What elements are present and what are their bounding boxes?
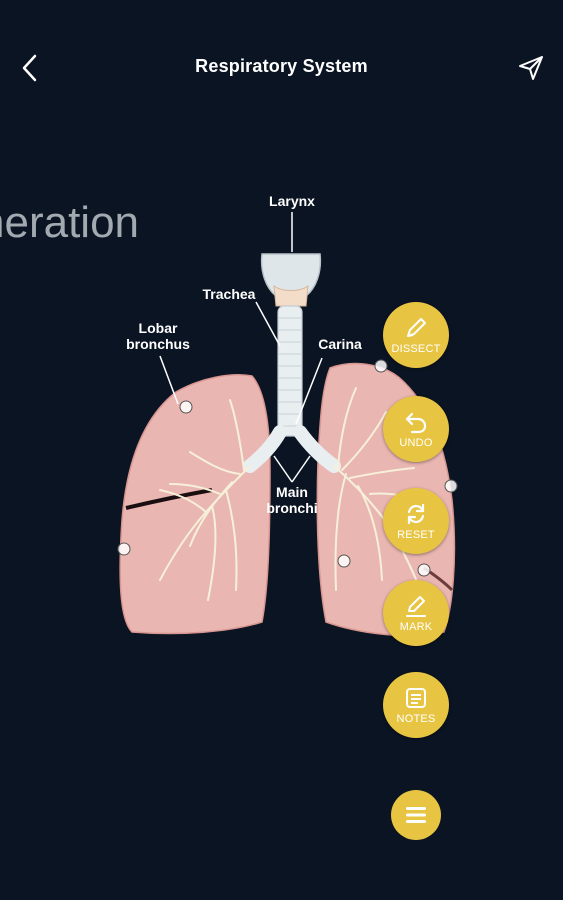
zoom-marker-icon: [374, 359, 388, 373]
label-main-line1: Main: [276, 484, 308, 500]
label-main-bronchi: Main bronchi: [258, 484, 326, 516]
label-lobar-line2: bronchus: [126, 336, 190, 352]
label-larynx: Larynx: [269, 193, 315, 209]
chevron-left-icon: [22, 54, 37, 82]
zoom-marker-icon: [337, 554, 351, 568]
larynx-shape: [260, 253, 322, 297]
zoom-marker-icon: [117, 542, 131, 556]
undo-label: UNDO: [399, 437, 433, 449]
dissect-button[interactable]: DISSECT: [383, 302, 449, 368]
hamburger-menu-icon: [406, 807, 426, 823]
label-main-line2: bronchi: [266, 500, 318, 516]
notes-icon: [406, 688, 426, 708]
label-lobar-bronchus: Lobar bronchus: [118, 320, 198, 352]
send-icon: [519, 56, 543, 80]
edit-icon: [406, 596, 426, 617]
background-text: neration: [0, 198, 140, 247]
notes-label: NOTES: [396, 713, 436, 725]
top-bar: Respiratory System: [0, 0, 563, 135]
label-trachea: Trachea: [202, 286, 256, 302]
zoom-marker-icon: [417, 563, 431, 577]
zoom-marker-icon: [179, 400, 193, 414]
undo-button[interactable]: UNDO: [383, 396, 449, 462]
left-fissure: [125, 488, 213, 510]
back-button[interactable]: [12, 48, 48, 88]
notes-button[interactable]: NOTES: [383, 672, 449, 738]
refresh-icon: [407, 503, 425, 525]
dissect-label: DISSECT: [391, 343, 441, 355]
mark-button[interactable]: MARK: [383, 580, 449, 646]
share-button[interactable]: [513, 48, 549, 88]
mark-label: MARK: [399, 621, 433, 633]
trachea-shape: [277, 305, 303, 437]
undo-icon: [405, 412, 427, 434]
main-bronchi-shape: [243, 425, 341, 473]
page-title: Respiratory System: [195, 56, 368, 76]
menu-button[interactable]: [391, 790, 441, 840]
label-lobar-line1: Lobar: [138, 320, 178, 336]
zoom-marker-icon: [444, 479, 458, 493]
pencil-icon: [407, 318, 426, 337]
reset-button[interactable]: RESET: [383, 488, 449, 554]
zoom-markers: [117, 359, 458, 577]
reset-label: RESET: [397, 529, 435, 541]
label-carina: Carina: [318, 336, 362, 352]
